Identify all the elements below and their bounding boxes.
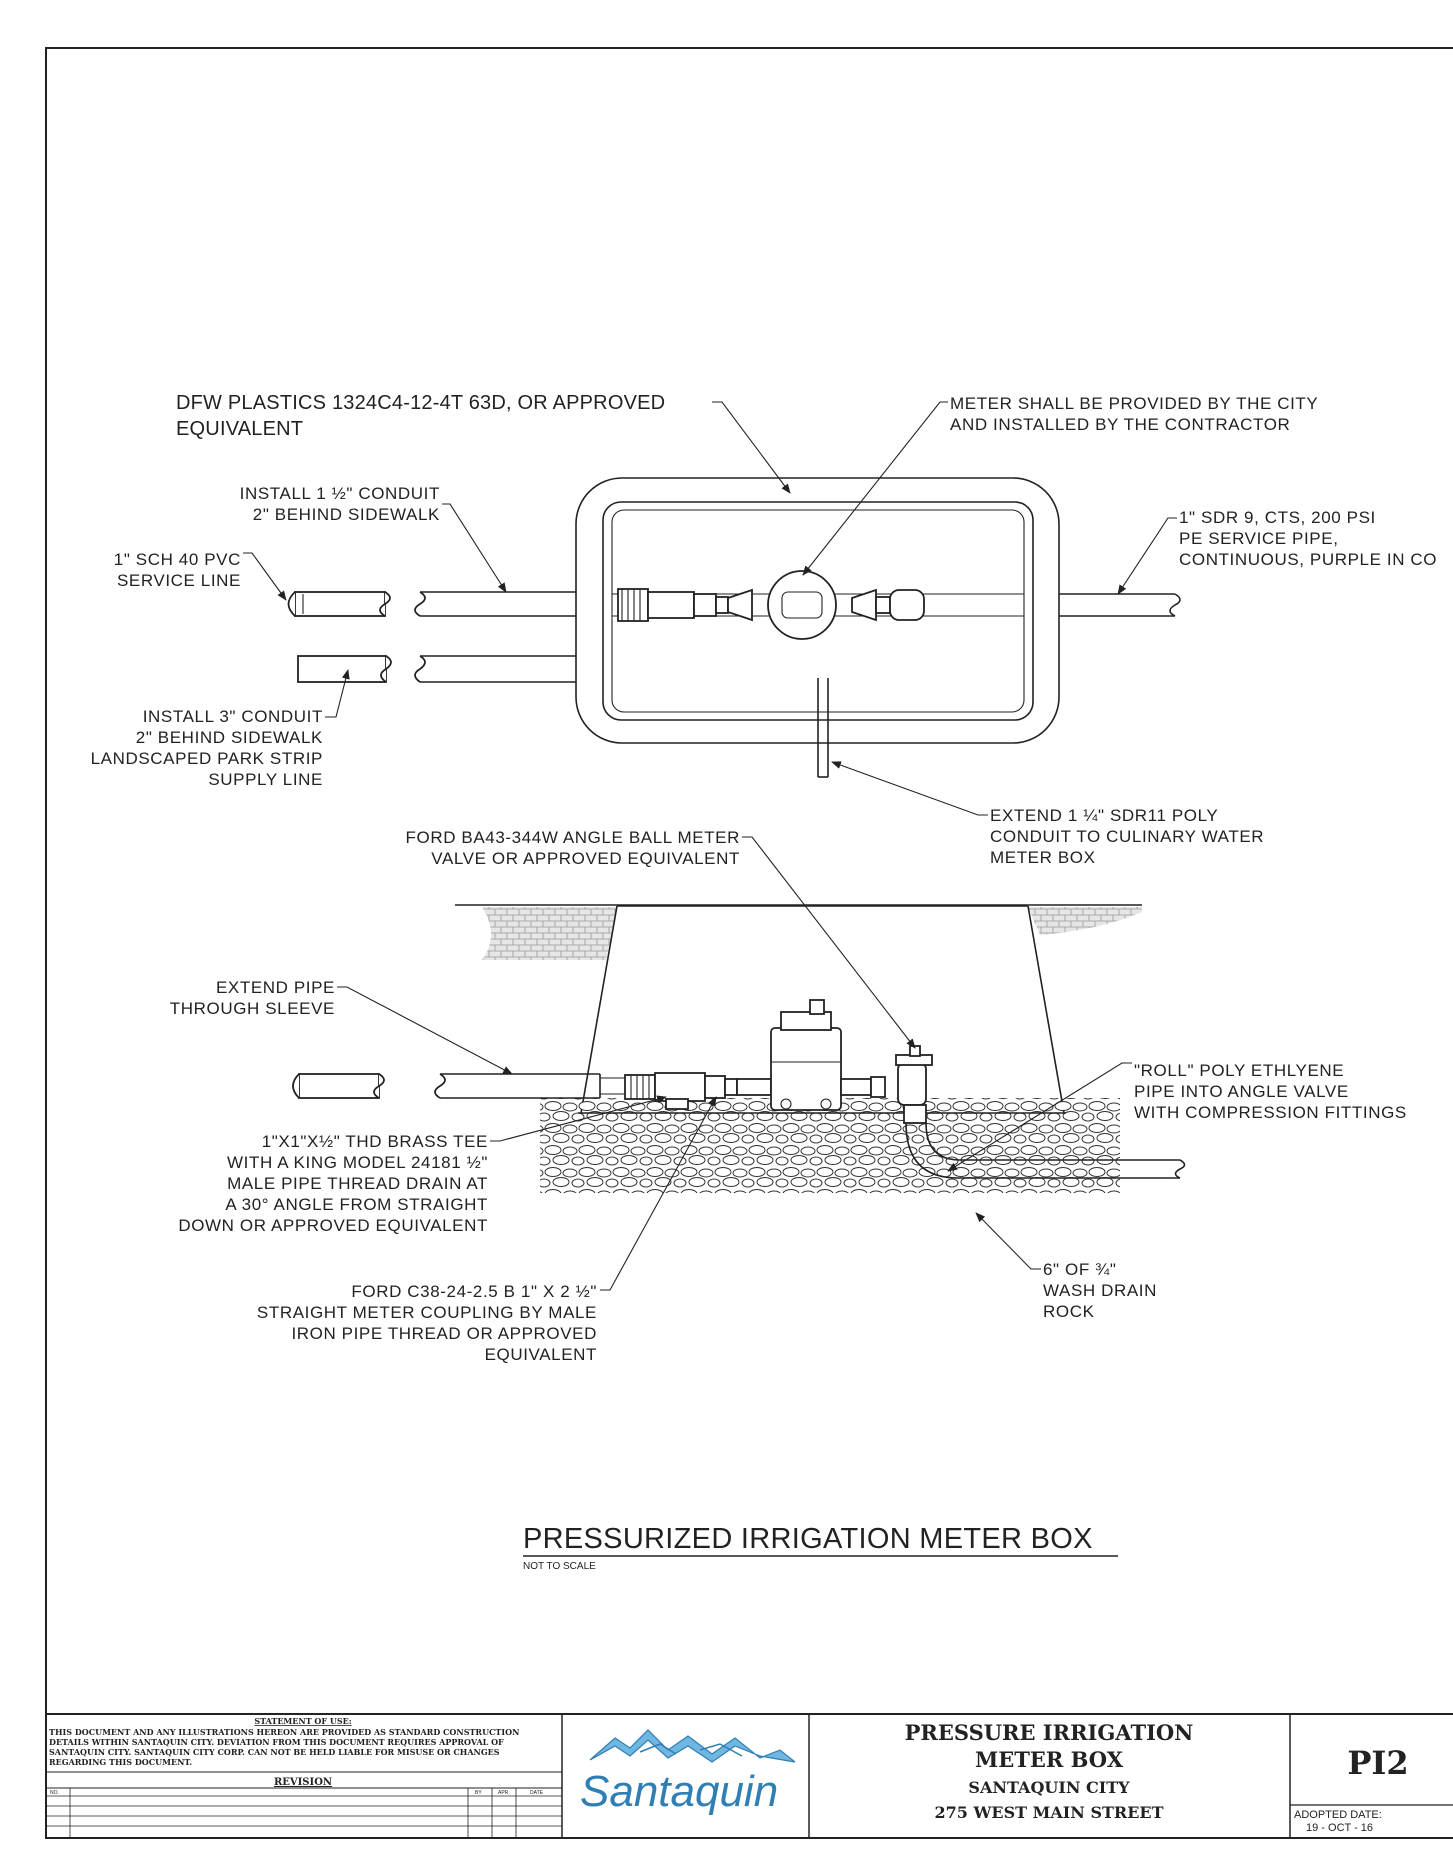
sheet-border bbox=[45, 47, 1453, 1839]
section-view bbox=[292, 836, 1186, 1291]
drawing-title: PRESSURIZED IRRIGATION METER BOX bbox=[523, 1523, 1093, 1555]
leader-meter-provided bbox=[802, 401, 948, 576]
pvc-service-line bbox=[287, 591, 576, 617]
leader-extend-sdr11 bbox=[831, 761, 988, 816]
conduit-3in-plan bbox=[297, 655, 576, 683]
city-name: SANTAQUIN CITY bbox=[968, 1778, 1130, 1797]
revision-table: NO. BY APR DATE bbox=[46, 1788, 562, 1838]
meter-register bbox=[767, 570, 837, 640]
sdr11-conduit-plan bbox=[817, 678, 829, 778]
leader-conduit-3 bbox=[325, 669, 350, 718]
sheet-number: PI2 bbox=[1347, 1744, 1408, 1782]
leader-ford-ba43 bbox=[742, 836, 916, 1049]
note-ford-c38: FORD C38-24-2.5 B 1" X 2 ½"STRAIGHT METE… bbox=[257, 1282, 597, 1364]
meter-box-section bbox=[580, 905, 1065, 1114]
adopted-date: 19 - OCT - 16 bbox=[1306, 1822, 1373, 1834]
leader-conduit-1-5 bbox=[442, 503, 507, 593]
plan-view bbox=[243, 401, 1181, 816]
sheet-title-1: PRESSURE IRRIGATION bbox=[905, 1720, 1194, 1745]
title-block: STATEMENT OF USE: THIS DOCUMENT AND ANY … bbox=[45, 1713, 1453, 1839]
leader-extend-pipe bbox=[337, 986, 513, 1075]
sheet-title-2: METER BOX bbox=[975, 1747, 1124, 1772]
brass-tee bbox=[665, 1098, 689, 1110]
rev-col-date: DATE bbox=[530, 1790, 544, 1796]
leader-pvc-service bbox=[243, 552, 287, 601]
rev-col-apr: APR bbox=[498, 1790, 509, 1796]
statement-text: THIS DOCUMENT AND ANY ILLUSTRATIONS HERE… bbox=[49, 1727, 519, 1767]
soil-left bbox=[482, 907, 617, 960]
mountain-icon bbox=[589, 1729, 796, 1763]
leader-roll-poly bbox=[947, 1062, 1132, 1172]
roll-poly-pipe bbox=[905, 1122, 1180, 1179]
city-address: 275 WEST MAIN STREET bbox=[934, 1803, 1163, 1822]
revision-label: REVISION bbox=[274, 1777, 332, 1788]
angle-ball-valve bbox=[897, 1062, 927, 1106]
logo-wordmark: Santaquin bbox=[580, 1767, 778, 1816]
leader-ford-c38 bbox=[600, 1096, 717, 1291]
rev-col-by: BY bbox=[475, 1790, 482, 1796]
scale-note: NOT TO SCALE bbox=[523, 1561, 596, 1572]
meter-assembly-plan bbox=[612, 570, 1181, 640]
leader-sdr9-pipe bbox=[1117, 517, 1177, 595]
drain-rock bbox=[540, 1098, 1120, 1193]
sleeve-pipe bbox=[292, 1073, 601, 1099]
meter-body-section bbox=[770, 1027, 842, 1111]
leader-drain-rock bbox=[975, 1212, 1041, 1270]
statement-heading: STATEMENT OF USE: bbox=[254, 1716, 351, 1726]
annotation-notes: DFW PLASTICS 1324C4-12-4T 63D, OR APPROV… bbox=[91, 392, 1437, 1364]
meter-assembly-section bbox=[600, 999, 1186, 1179]
santaquin-logo: Santaquin bbox=[580, 1729, 796, 1816]
leader-meter-box-model bbox=[712, 401, 791, 494]
note-meter-box-model: DFW PLASTICS 1324C4-12-4T 63D, OR APPROV… bbox=[176, 392, 665, 440]
adopted-label: ADOPTED DATE: bbox=[1294, 1809, 1382, 1821]
soil-right bbox=[1028, 907, 1142, 935]
rev-col-no: NO. bbox=[50, 1790, 59, 1796]
leader-brass-tee bbox=[490, 1095, 667, 1142]
